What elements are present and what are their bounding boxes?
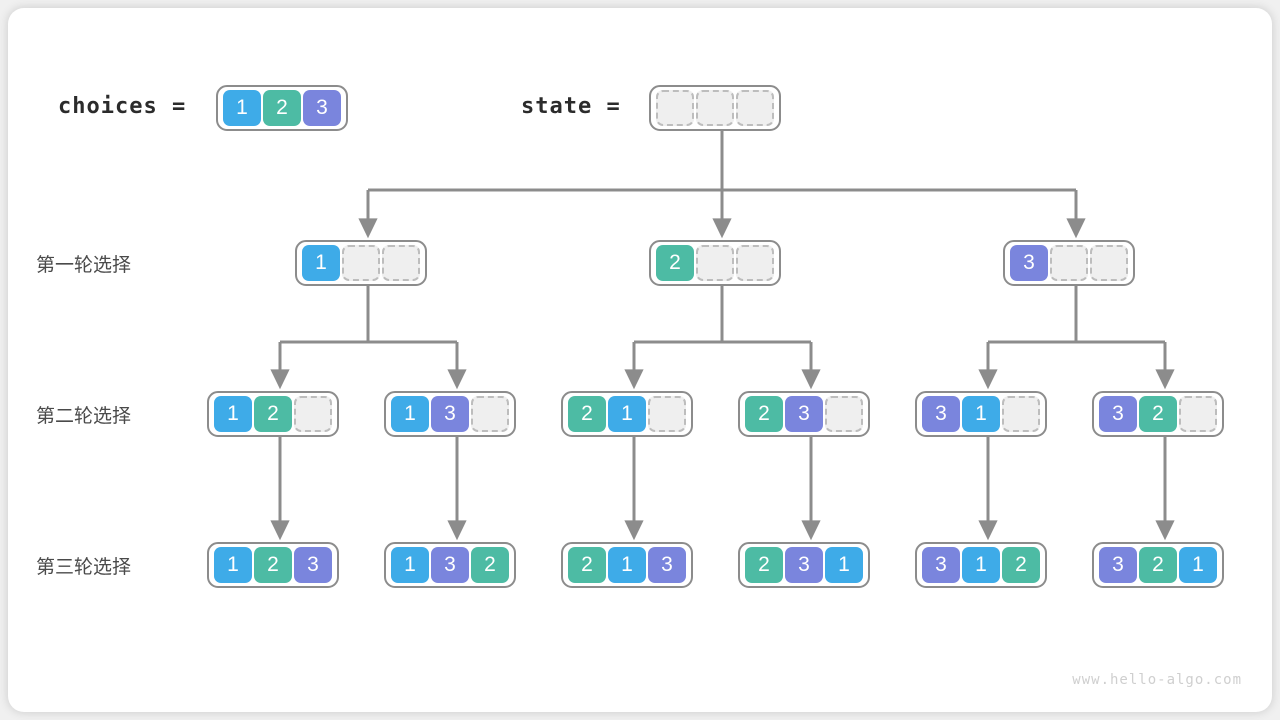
level2-node2-cell-2-value-3: 3 [431,396,469,432]
tree-node-level1-2: 2 [649,240,781,286]
level2-node3-cell-1-value-2: 2 [568,396,606,432]
tree-node-level1-3: 3 [1003,240,1135,286]
level3-node2-cell-2-value-3: 3 [431,547,469,583]
state-root-cell-1-empty [656,90,694,126]
level3-node6-cell-1-value-3: 3 [1099,547,1137,583]
level3-node4-cell-3-value-1: 1 [825,547,863,583]
level3-node3-cell-2-value-1: 1 [608,547,646,583]
choices-cell-1-value-1: 1 [223,90,261,126]
state-root-cell-3-empty [736,90,774,126]
choices-cell-2-value-2: 2 [263,90,301,126]
level1-node3-cell-3-empty [1090,245,1128,281]
level1-node1-cell-3-empty [382,245,420,281]
level3-node5-cell-1-value-3: 3 [922,547,960,583]
level3-node3-cell-3-value-3: 3 [648,547,686,583]
level3-node2-cell-3-value-2: 2 [471,547,509,583]
level2-node2-cell-1-value-1: 1 [391,396,429,432]
level3-node4-cell-1-value-2: 2 [745,547,783,583]
level2-node5-cell-1-value-3: 3 [922,396,960,432]
state-array-root [649,85,781,131]
level2-node6-cell-2-value-2: 2 [1139,396,1177,432]
level1-node3-cell-2-empty [1050,245,1088,281]
level2-node4-cell-2-value-3: 3 [785,396,823,432]
level2-node5-cell-3-empty [1002,396,1040,432]
level3-node6-cell-2-value-2: 2 [1139,547,1177,583]
level2-node1-cell-3-empty [294,396,332,432]
level3-node1-cell-2-value-2: 2 [254,547,292,583]
level3-node2-cell-1-value-1: 1 [391,547,429,583]
level3-node6-cell-3-value-1: 1 [1179,547,1217,583]
level2-node5-cell-2-value-1: 1 [962,396,1000,432]
level1-node2-cell-2-empty [696,245,734,281]
level2-node1-cell-1-value-1: 1 [214,396,252,432]
level2-node6-cell-3-empty [1179,396,1217,432]
level2-node3-cell-2-value-1: 1 [608,396,646,432]
level2-node6-cell-1-value-3: 3 [1099,396,1137,432]
level1-node1-cell-1-value-1: 1 [302,245,340,281]
level3-node5-cell-2-value-1: 1 [962,547,1000,583]
state-label: state = [521,94,621,119]
tree-node-level1-1: 1 [295,240,427,286]
level3-node4-cell-2-value-3: 3 [785,547,823,583]
level3-node1-cell-3-value-3: 3 [294,547,332,583]
row-label-round-2: 第二轮选择 [36,406,132,427]
level1-node2-cell-1-value-2: 2 [656,245,694,281]
level1-node3-cell-1-value-3: 3 [1010,245,1048,281]
level2-node1-cell-2-value-2: 2 [254,396,292,432]
choices-cell-3-value-3: 3 [303,90,341,126]
row-label-round-1: 第一轮选择 [36,255,132,276]
level2-node4-cell-3-empty [825,396,863,432]
row-label-round-3: 第三轮选择 [36,557,132,578]
level2-node4-cell-1-value-2: 2 [745,396,783,432]
level3-node1-cell-1-value-1: 1 [214,547,252,583]
level1-node1-cell-2-empty [342,245,380,281]
state-root-cell-2-empty [696,90,734,126]
level3-node5-cell-3-value-2: 2 [1002,547,1040,583]
level1-node2-cell-3-empty [736,245,774,281]
level2-node2-cell-3-empty [471,396,509,432]
diagram-card [8,8,1272,712]
watermark: www.hello-algo.com [1072,672,1242,688]
level2-node3-cell-3-empty [648,396,686,432]
level3-node3-cell-1-value-2: 2 [568,547,606,583]
choices-label: choices = [58,94,187,119]
